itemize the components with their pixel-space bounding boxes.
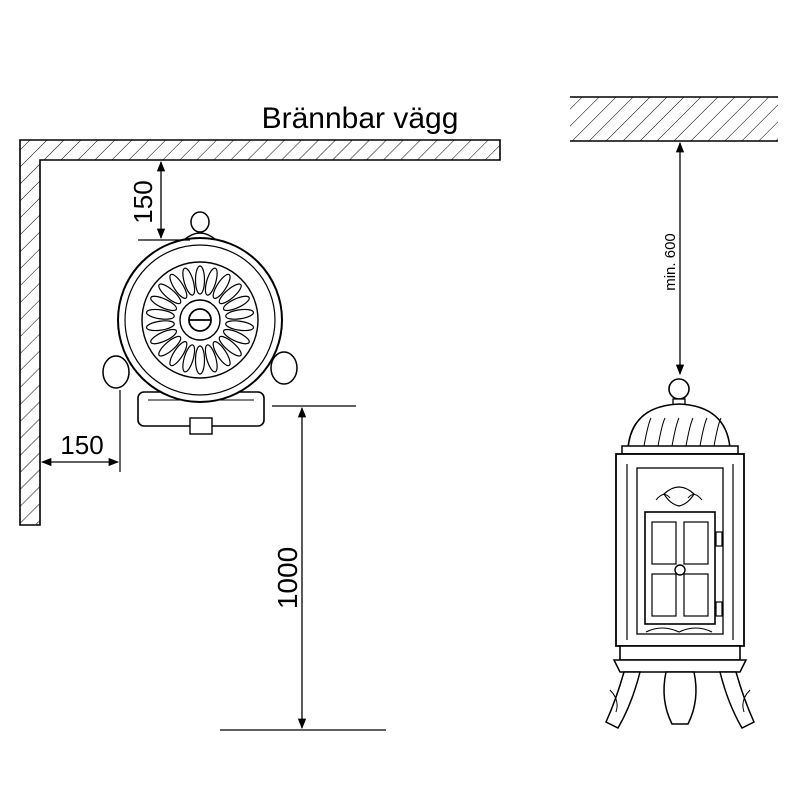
rosette-petal [158, 283, 182, 305]
dome-rib [671, 417, 680, 447]
side-clearance-label: 150 [60, 430, 103, 460]
combustible-wall-corner [19, 139, 501, 526]
rosette-petal [194, 265, 206, 295]
stove-front-view [605, 378, 755, 729]
rosette-petal [225, 320, 255, 332]
rosette-petal [150, 295, 178, 312]
dome-rib [657, 417, 666, 447]
dimension-ceiling-clearance: min. 600 [662, 141, 685, 376]
rosette-petal [182, 267, 196, 296]
ceiling [570, 96, 778, 142]
rosette-petal [169, 273, 188, 299]
rosette-petal [145, 320, 175, 332]
rosette-petal [204, 267, 218, 296]
rosette-petal [145, 308, 175, 320]
rosette-petal [212, 273, 231, 299]
rosette-petal [212, 341, 231, 367]
dimension-side-clearance: 150 [40, 390, 121, 472]
back-clearance-label: 150 [128, 180, 158, 223]
front-clearance-label: 1000 [272, 547, 303, 609]
dome-rib [643, 417, 652, 447]
rosette-petal [204, 344, 218, 373]
dome-rib [685, 417, 694, 447]
rosette-petal [158, 335, 182, 357]
rosette-petal [150, 328, 178, 345]
dome-rib [699, 417, 708, 447]
rosette-petal [222, 295, 250, 312]
dimension-front-clearance: 1000 [220, 405, 386, 731]
rosette-petal [182, 344, 196, 373]
dimension-back-clearance: 150 [128, 160, 190, 241]
rosette-petal [218, 283, 242, 305]
stove-top-view [102, 211, 298, 435]
ceiling-clearance-label: min. 600 [662, 233, 679, 291]
wall-title: Brännbar vägg [262, 102, 459, 135]
dome-rib [713, 417, 722, 447]
rosette-petal [218, 335, 242, 357]
rosette-petal [194, 345, 206, 375]
rosette-petal [225, 308, 255, 320]
rosette-petal [222, 328, 250, 345]
rosette-petal [169, 341, 188, 367]
